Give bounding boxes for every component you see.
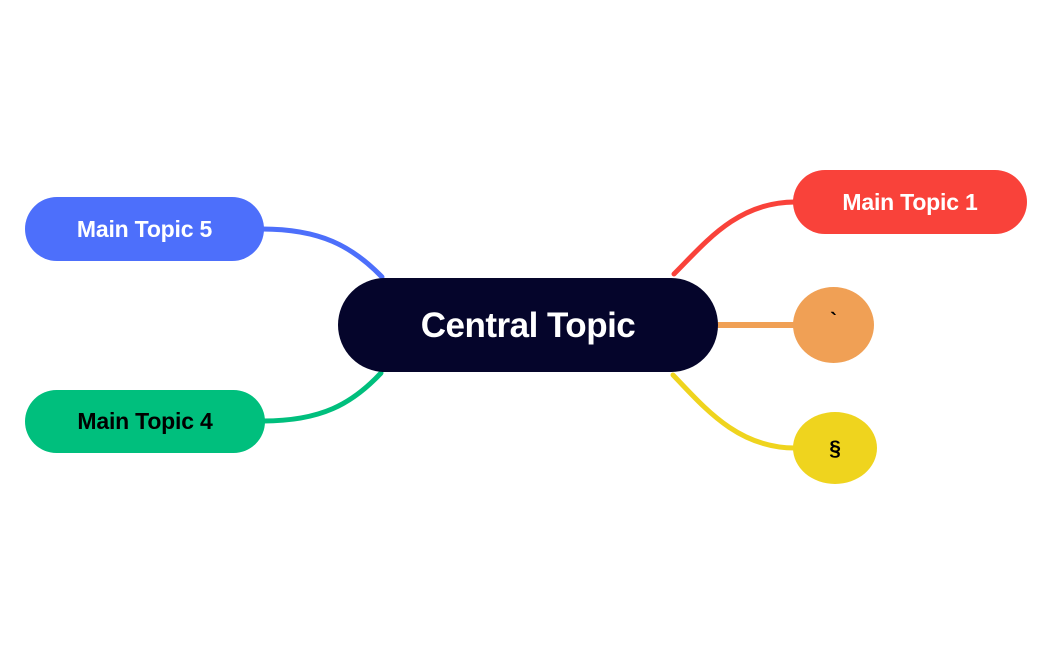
connector-yellow xyxy=(670,372,798,451)
central-topic-node[interactable]: Central Topic xyxy=(338,278,718,372)
branch-node-topic5[interactable]: Main Topic 5 xyxy=(25,197,264,261)
branch-label-yellow: § xyxy=(829,436,841,460)
connector-topic4 xyxy=(260,370,384,424)
central-topic-label: Central Topic xyxy=(420,305,636,345)
branch-label-topic5: Main Topic 5 xyxy=(76,215,213,242)
branch-node-yellow[interactable]: § xyxy=(793,412,877,484)
connector-topic1 xyxy=(671,199,798,277)
connector-topic5 xyxy=(259,226,385,280)
branch-node-orange[interactable]: ` xyxy=(793,287,874,363)
branch-label-orange: ` xyxy=(830,310,837,332)
branch-label-topic1: Main Topic 1 xyxy=(842,188,978,215)
branch-node-topic4[interactable]: Main Topic 4 xyxy=(25,390,265,453)
branch-label-topic4: Main Topic 4 xyxy=(77,408,213,434)
branch-node-topic1[interactable]: Main Topic 1 xyxy=(793,170,1027,234)
